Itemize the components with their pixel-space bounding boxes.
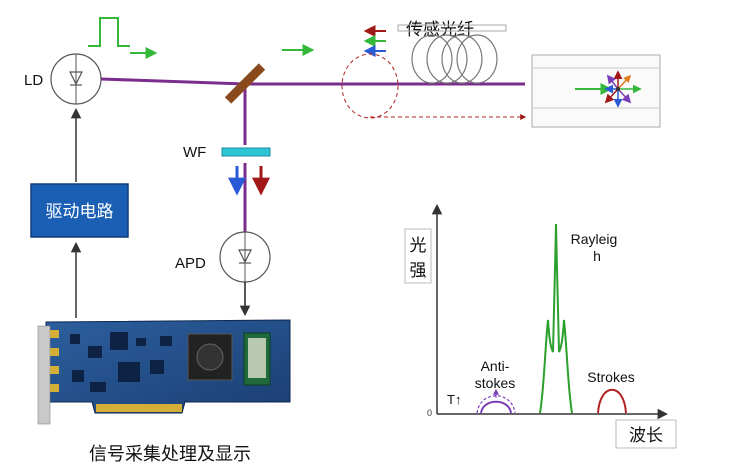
anti-stokes-dashed-peak [476, 395, 516, 414]
daq-label: 信号采集处理及显示 [89, 444, 251, 465]
beam-splitter-mirror [224, 63, 266, 104]
fiber-coil-icon [397, 24, 507, 84]
fiber-zoom-box [531, 54, 661, 128]
spectrum-xlabel: 波长 [629, 426, 663, 446]
ld-label: LD [24, 72, 43, 89]
main-fiber-line [100, 77, 525, 232]
rayleigh-label-line1: Rayleig [571, 231, 618, 247]
spectrum-origin-label: 0 [427, 408, 432, 418]
temperature-rise-label: T↑ [447, 392, 461, 407]
apd-label: APD [175, 255, 206, 272]
daq-board-image [37, 319, 291, 425]
driver-circuit-box [30, 183, 129, 238]
anti-stokes-peak [480, 400, 512, 414]
spectrum-plot: 0 光 强 波长 Rayleig h Strokes Anti- stokes … [404, 203, 677, 449]
rayleigh-label-line2: h [593, 248, 601, 264]
spectrum-ylabel-bottom: 强 [410, 261, 427, 281]
apd-diode-icon [219, 231, 271, 283]
driver-label: 驱动电路 [46, 202, 114, 222]
anti-stokes-label-line2: stokes [475, 375, 515, 391]
zoom-callout [341, 53, 527, 120]
rayleigh-peak [539, 223, 573, 414]
laser-pulse-icon [88, 17, 158, 59]
strokes-label: Strokes [587, 369, 634, 385]
wf-filter [221, 147, 271, 157]
spectrum-ylabel-top: 光 [410, 236, 427, 256]
stokes-peak [597, 388, 627, 414]
anti-stokes-label-line1: Anti- [481, 358, 510, 374]
ld-diode-icon [50, 53, 102, 105]
wf-label: WF [183, 144, 206, 161]
